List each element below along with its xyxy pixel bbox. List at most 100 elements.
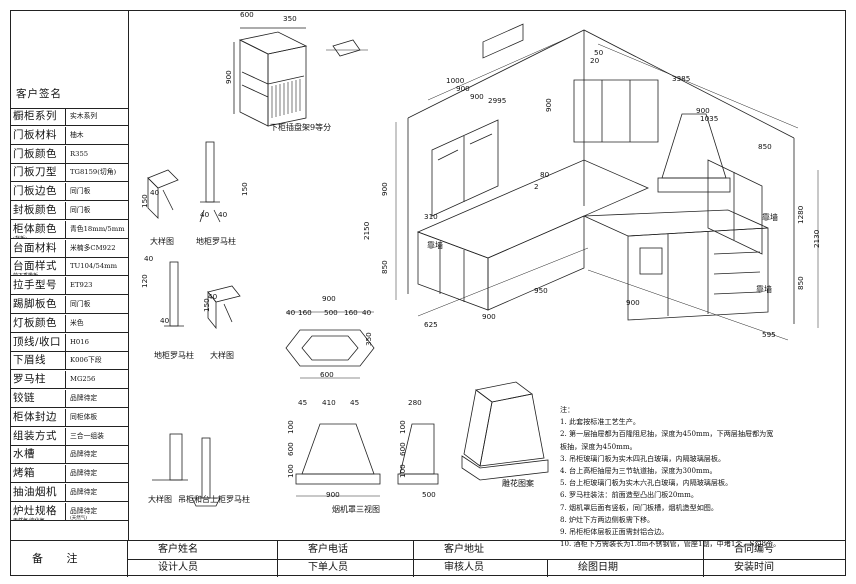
spec-row: 柜体封边同柜体板 [10,408,128,427]
spec-row: 烤箱 品牌待定 [10,465,128,484]
wall-label-1: 靠墙 [427,241,443,250]
spec-key: 台面样式前下垂檐板 [10,258,66,276]
dim-iso-bot-3: 950 [534,286,548,295]
dim-hood-plan-2: 160 [298,308,312,317]
dim-hood-side-h3: 100 [398,464,407,478]
dim-hood-front-h2: 600 [286,442,295,456]
spec-key-text: 罗马柱 [13,373,46,386]
hood-3d-view [461,381,549,481]
dim-hood-front-h1: 100 [286,420,295,434]
dim-hood-plan-d: 350 [364,332,373,346]
spec-key: 门板材料 [10,126,66,144]
dim-hood-plan-3: 500 [324,308,338,317]
spec-key: 罗马柱 [10,371,66,389]
order-staff-cell[interactable]: 下单人员 [278,559,414,577]
spec-key: 拉手型号 [10,277,66,295]
note-item: 6. 罗马柱装法：前面造型凸出门板20mm。 [560,490,698,500]
reviewer-cell[interactable]: 审核人员 [414,559,548,577]
dim-iso-h-7: 850 [796,276,805,290]
dim-hood-front-2: 410 [322,398,336,407]
dim-hood-plan-4: 160 [344,308,358,317]
spec-value-text: 实木系列 [70,112,98,120]
spec-key: 门板颜色 [10,145,66,163]
drawing-date-cell[interactable]: 绘图日期 [548,559,704,577]
spec-key-text: 柜体颜色 [13,222,57,235]
dim-iso-side-2: 80 [540,170,550,179]
cabinet-drawing [147,23,819,507]
spec-value-text: TU104/54mm [70,262,118,271]
wall-label-2: 靠墙 [762,213,778,222]
spec-value-text: K006下段 [70,356,102,365]
spec-value: 米色 [70,315,128,332]
sheet-frame [10,10,846,576]
note-item: 4. 台上高柜抽屉为三节轨道抽，深度为300mm。 [560,466,717,476]
dim-hood-front-h3: 100 [286,464,295,478]
roman-column-label-2: 地柜罗马柱 [154,351,194,360]
spec-key-text: 抽油烟机 [13,486,57,498]
customer-signature-label: 客户签名 [16,88,62,100]
customer-signature-box[interactable]: 客户签名 [10,10,128,109]
hood-side-view [397,423,439,485]
customer-address-cell[interactable]: 客户地址 [414,541,704,559]
spec-value: 同门板 [70,202,128,219]
dim-iso-side-1: 310 [424,212,438,221]
roman-column-label-1: 地柜罗马柱 [196,237,236,246]
spec-key: 水槽 [10,446,66,464]
spec-key: 炉灶规格天然气/液化气 [10,502,66,520]
spec-key-text: 柜体封边 [13,410,57,423]
spec-key-text: 烤箱 [13,467,35,480]
hood-front-view [295,423,381,497]
footer-row-1: 客户姓名 客户电话 客户地址 合同编号 [128,541,846,560]
spec-key: 抽油烟机 [10,484,66,501]
dim-hood-front-1: 45 [298,398,308,407]
spec-value-text: 柚木 [70,130,84,139]
dim-iso-top-9: 50 [594,48,604,57]
spec-value: 实木系列 [70,108,128,125]
install-time-cell[interactable]: 安装时间 [734,562,774,573]
note-item: 1. 此套按标准工艺生产。 [560,417,640,427]
spec-key: 门板边色 [10,183,66,201]
dim-hood-plan-5: 40 [362,308,372,317]
spec-row: 台面材料米楠多CM922 [10,239,128,258]
dim-iso-side-3: 2 [534,182,539,191]
dim-hood-front-3: 45 [350,398,360,407]
spec-key-note: 前下垂檐板 [13,274,65,276]
spec-key: 门板刀型 [10,164,66,182]
spec-key: 铰链 [10,390,66,407]
spec-key-text: 炉灶规格 [13,504,57,517]
detail-label-3: 大样图 [148,495,172,504]
spec-value-text: 同门板 [70,187,91,196]
spec-value: 品牌待定 [70,465,128,482]
customer-phone-cell[interactable]: 客户电话 [278,541,414,559]
designer-cell[interactable]: 设计人员 [128,559,278,577]
dim-iso-top-2: 900 [456,84,470,93]
contract-number-cell[interactable]: 合同编号 [734,544,774,555]
dim-rm-2: 40 [200,210,210,219]
spec-key: 柜体封边 [10,408,66,426]
dim-iso-top-6: 900 [696,106,710,115]
dim-rm-10: 40 [208,292,218,301]
dim-iso-bot-5: 595 [762,330,776,339]
note-item: 2. 第一层抽屉都为百隆阻尼抽，深度为450mm，下两层抽屉都为宽 [560,429,774,439]
spec-key-note: 天然气/液化气 [13,518,65,520]
spec-row: 灯板颜色米色 [10,314,128,333]
detail-label-2: 大样图 [210,351,234,360]
customer-name-cell[interactable]: 客户姓名 [128,541,278,559]
spec-value: R355 [70,146,128,163]
spec-row: 铰链品牌待定 [10,390,128,408]
spec-value: 米楠多CM922 [70,240,128,257]
spec-value-text: TG8159(切角) [70,168,117,177]
dim-rack-w-1: 600 [240,10,254,19]
spec-row: 台面样式前下垂檐板 TU104/54mm [10,258,128,277]
spec-key-note: (背板) [13,236,65,238]
spec-row: 抽油烟机品牌待定 [10,484,128,502]
spec-value-text: 品牌待定 [70,394,98,402]
spec-value-note: (天然气) [70,515,88,520]
spec-key: 组装方式 [10,427,66,445]
dim-iso-top-7: 1035 [700,114,719,123]
